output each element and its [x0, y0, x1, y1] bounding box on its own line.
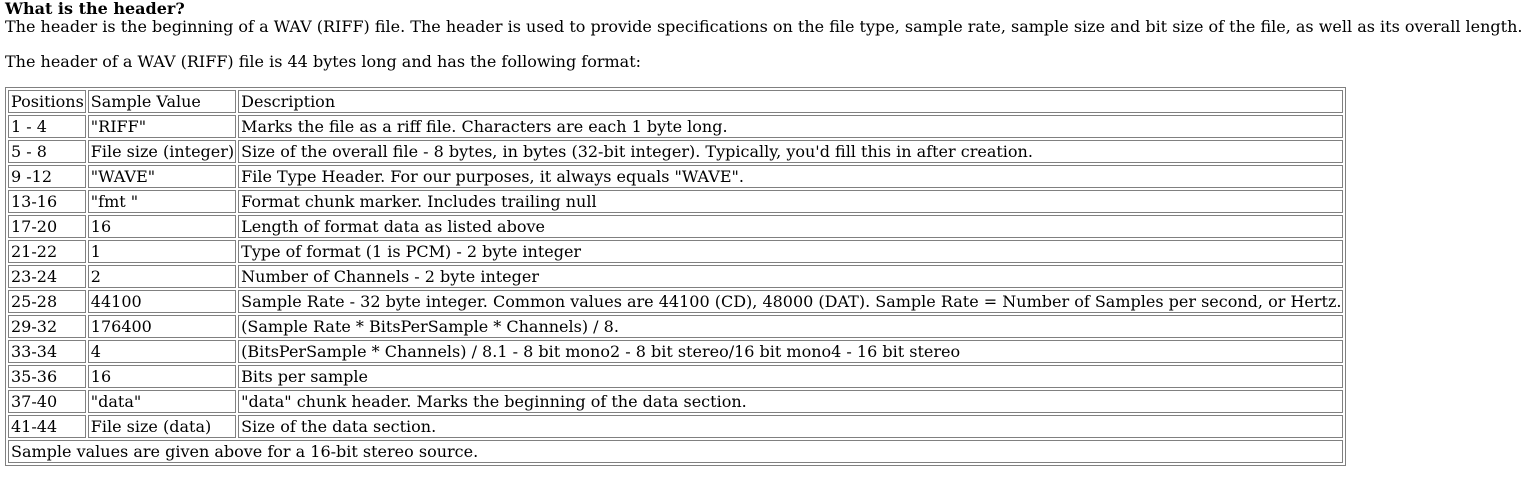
cell-description: Sample Rate - 32 byte integer. Common va… — [238, 290, 1344, 313]
cell-positions: 29-32 — [8, 315, 86, 338]
format-intro-paragraph: The header of a WAV (RIFF) file is 44 by… — [5, 52, 642, 71]
cell-sample-value: "WAVE" — [87, 165, 237, 188]
cell-positions: 37-40 — [8, 390, 86, 413]
table-row: 41-44 File size (data) Size of the data … — [8, 415, 1344, 438]
cell-sample-value: 16 — [87, 365, 237, 388]
cell-description: (Sample Rate * BitsPerSample * Channels)… — [238, 315, 1344, 338]
cell-positions: 17-20 — [8, 215, 86, 238]
cell-positions: 13-16 — [8, 190, 86, 213]
cell-positions: 9 -12 — [8, 165, 86, 188]
table-row: 13-16 "fmt " Format chunk marker. Includ… — [8, 190, 1344, 213]
table-row: 17-20 16 Length of format data as listed… — [8, 215, 1344, 238]
section-heading: What is the header? — [5, 0, 185, 18]
table-row: 1 - 4 "RIFF" Marks the file as a riff fi… — [8, 115, 1344, 138]
cell-sample-value: 176400 — [87, 315, 237, 338]
wav-header-table: Positions Sample Value Description 1 - 4… — [5, 87, 1347, 466]
table-row: 5 - 8 File size (integer) Size of the ov… — [8, 140, 1344, 163]
table-row: 23-24 2 Number of Channels - 2 byte inte… — [8, 265, 1344, 288]
cell-positions: 35-36 — [8, 365, 86, 388]
cell-description: Type of format (1 is PCM) - 2 byte integ… — [238, 240, 1344, 263]
cell-sample-value: "RIFF" — [87, 115, 237, 138]
cell-positions: 33-34 — [8, 340, 86, 363]
column-header-description: Description — [238, 90, 1344, 113]
cell-description: Marks the file as a riff file. Character… — [238, 115, 1344, 138]
cell-description: File Type Header. For our purposes, it a… — [238, 165, 1344, 188]
cell-description: Format chunk marker. Includes trailing n… — [238, 190, 1344, 213]
cell-description: Bits per sample — [238, 365, 1344, 388]
column-header-sample-value: Sample Value — [87, 90, 237, 113]
cell-sample-value: "fmt " — [87, 190, 237, 213]
column-header-positions: Positions — [8, 90, 86, 113]
cell-sample-value: 16 — [87, 215, 237, 238]
cell-sample-value: File size (integer) — [87, 140, 237, 163]
cell-sample-value: 2 — [87, 265, 237, 288]
cell-positions: 21-22 — [8, 240, 86, 263]
cell-description: Number of Channels - 2 byte integer — [238, 265, 1344, 288]
page-content: What is the header? The header is the be… — [5, 0, 1523, 466]
cell-positions: 1 - 4 — [8, 115, 86, 138]
intro-paragraph: The header is the beginning of a WAV (RI… — [5, 17, 1523, 36]
cell-description: Length of format data as listed above — [238, 215, 1344, 238]
cell-positions: 41-44 — [8, 415, 86, 438]
cell-sample-value: 4 — [87, 340, 237, 363]
cell-description: "data" chunk header. Marks the beginning… — [238, 390, 1344, 413]
cell-sample-value: File size (data) — [87, 415, 237, 438]
cell-description: Size of the data section. — [238, 415, 1344, 438]
cell-sample-value: 44100 — [87, 290, 237, 313]
cell-sample-value: 1 — [87, 240, 237, 263]
table-row: 9 -12 "WAVE" File Type Header. For our p… — [8, 165, 1344, 188]
table-row: 35-36 16 Bits per sample — [8, 365, 1344, 388]
table-footer-row: Sample values are given above for a 16-b… — [8, 440, 1344, 463]
cell-positions: 25-28 — [8, 290, 86, 313]
table-row: 33-34 4 (BitsPerSample * Channels) / 8.1… — [8, 340, 1344, 363]
cell-sample-value: "data" — [87, 390, 237, 413]
table-row: 37-40 "data" "data" chunk header. Marks … — [8, 390, 1344, 413]
table-header-row: Positions Sample Value Description — [8, 90, 1344, 113]
table-row: 21-22 1 Type of format (1 is PCM) - 2 by… — [8, 240, 1344, 263]
cell-positions: 5 - 8 — [8, 140, 86, 163]
table-row: 25-28 44100 Sample Rate - 32 byte intege… — [8, 290, 1344, 313]
cell-positions: 23-24 — [8, 265, 86, 288]
cell-description: (BitsPerSample * Channels) / 8.1 - 8 bit… — [238, 340, 1344, 363]
table-row: 29-32 176400 (Sample Rate * BitsPerSampl… — [8, 315, 1344, 338]
cell-description: Size of the overall file - 8 bytes, in b… — [238, 140, 1344, 163]
table-footnote: Sample values are given above for a 16-b… — [8, 440, 1344, 463]
